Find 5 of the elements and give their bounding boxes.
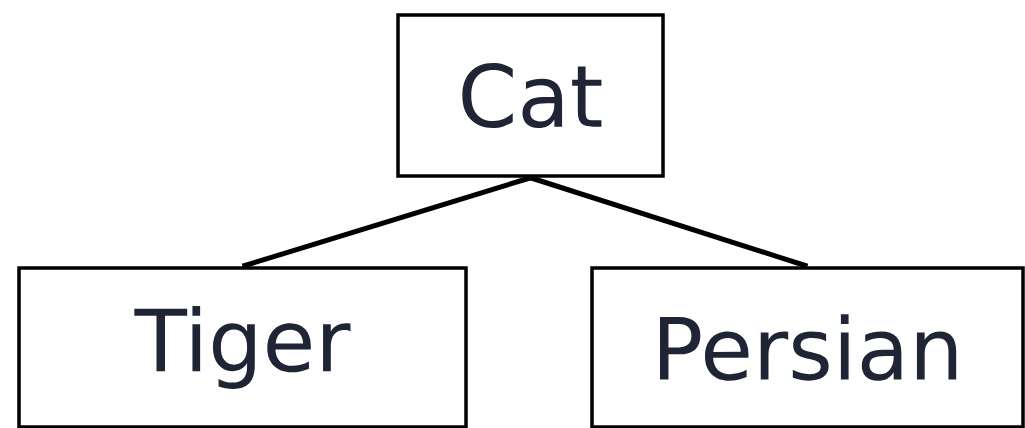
connector-line — [529, 175, 809, 269]
label-box: Tiger — [17, 266, 468, 428]
connector-line — [241, 175, 532, 269]
label-box: Persian — [590, 266, 1025, 428]
label-box: Cat — [396, 13, 665, 178]
